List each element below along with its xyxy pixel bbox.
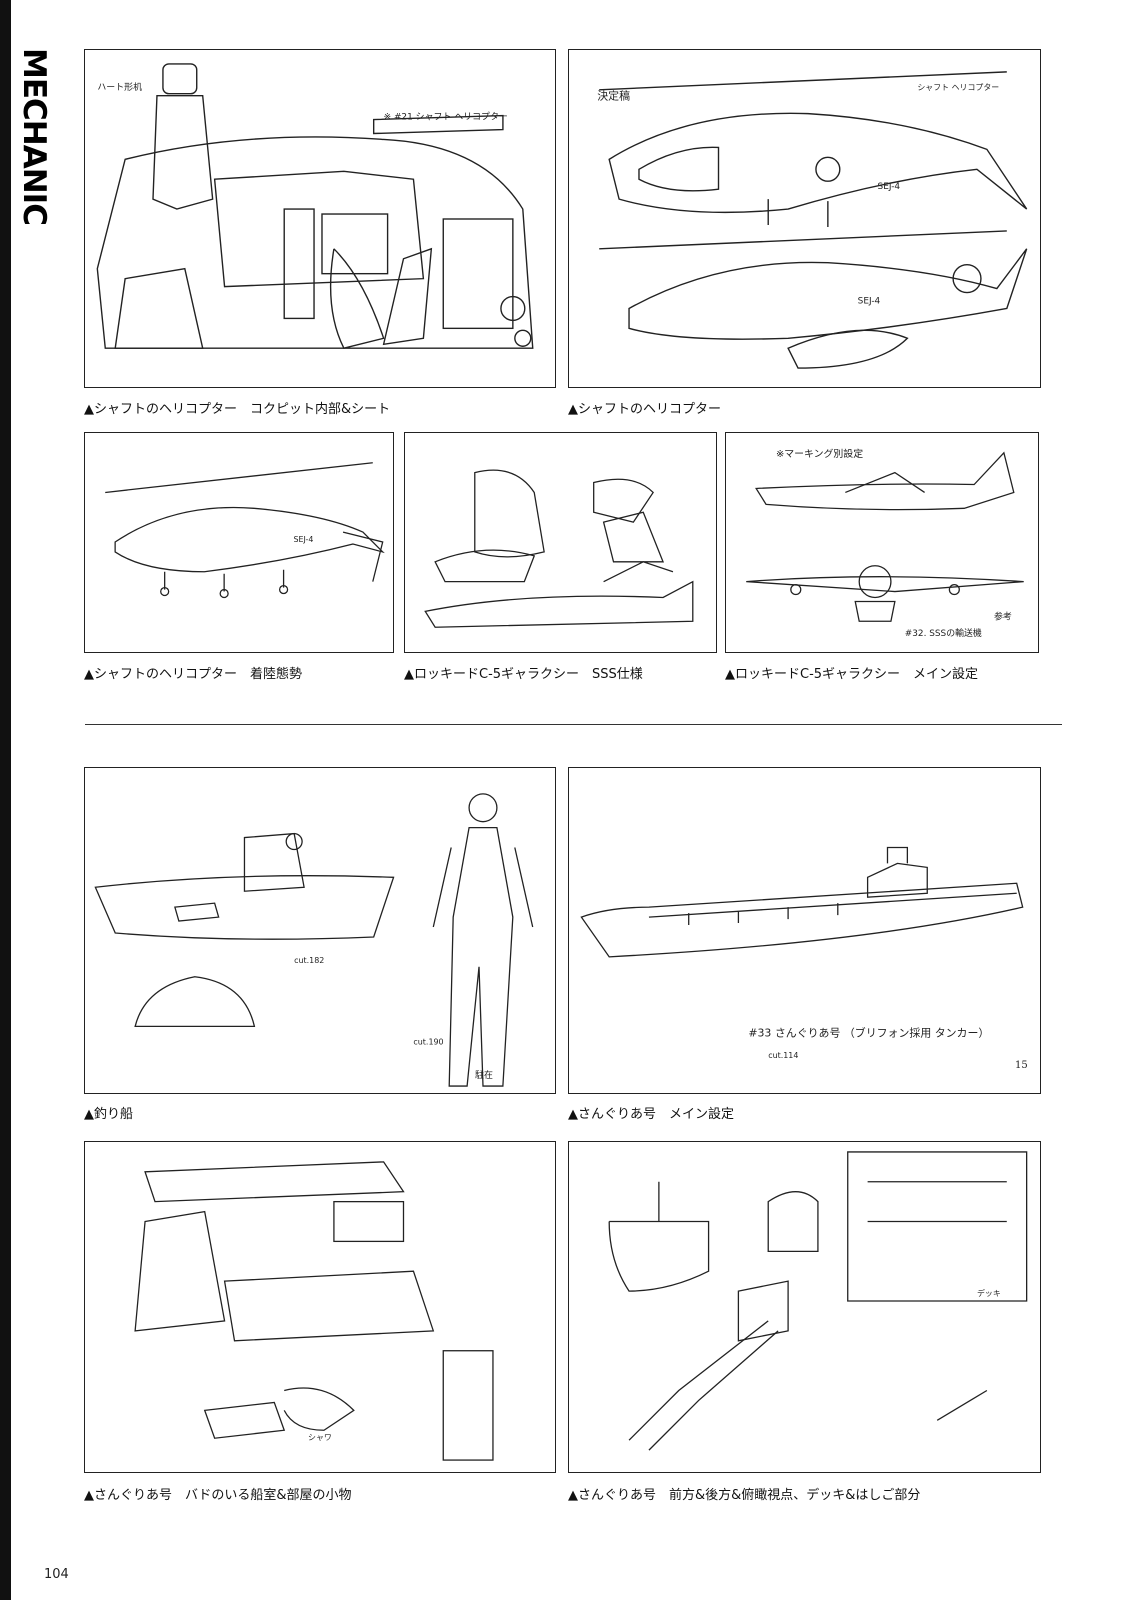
panel-sangria-main: #33 さんぐりあ号 （ブリフォン採用 タンカー） cut.114 15 xyxy=(568,767,1041,1094)
caption-heli-landing: ▲シャフトのヘリコプター 着陸態勢 xyxy=(84,667,302,682)
sangria-views-sketch: デッキ xyxy=(608,1151,1028,1451)
heli-cockpit-sketch: ハート形机 ※ #21 シャフト ヘリコプター xyxy=(96,63,534,350)
svg-text:※マーキング別設定: ※マーキング別設定 xyxy=(776,447,863,460)
c5-main-sketch: ※マーキング別設定 #32. SSSの輸送機 参考 xyxy=(746,447,1024,639)
panel-heli-cockpit: ハート形机 ※ #21 シャフト ヘリコプター xyxy=(84,49,556,388)
heli-main-sketch: 決定稿 シャフト ヘリコプター SEJ-4 SEJ-4 xyxy=(597,71,1028,369)
page-number: 104 xyxy=(44,1567,69,1582)
panel-sangria-views: デッキ xyxy=(568,1141,1041,1473)
svg-text:cut.190: cut.190 xyxy=(413,1037,443,1046)
caption-sangria-views: ▲さんぐりあ号 前方&後方&俯瞰視点、デッキ&はしご部分 xyxy=(568,1488,921,1503)
svg-text:参考: 参考 xyxy=(994,610,1012,622)
svg-text:cut.114: cut.114 xyxy=(768,1051,798,1060)
svg-text:#32. SSSの輸送機: #32. SSSの輸送機 xyxy=(905,627,982,639)
panel-sangria-room: シャワ xyxy=(84,1141,556,1473)
panel-heli-main: 決定稿 シャフト ヘリコプター SEJ-4 SEJ-4 xyxy=(568,49,1041,388)
svg-text:シャフト ヘリコプター: シャフト ヘリコプター xyxy=(917,83,999,92)
svg-text:シャワ: シャワ xyxy=(308,1433,332,1442)
panel-heli-landing: SEJ-4 xyxy=(84,432,394,653)
heli-landing-sketch: SEJ-4 xyxy=(105,462,385,599)
section-divider xyxy=(85,724,1062,725)
fishing-boat-sketch: cut.182 cut.190 駐在 xyxy=(94,793,534,1087)
panel-c5-main: ※マーキング別設定 #32. SSSの輸送機 参考 xyxy=(725,432,1039,653)
caption-c5-sss: ▲ロッキードC-5ギャラクシー SSS仕様 xyxy=(404,667,643,682)
svg-text:#33 さんぐりあ号 （ブリフォン採用 タンカー）: #33 さんぐりあ号 （ブリフォン採用 タンカー） xyxy=(748,1025,989,1039)
caption-sangria-main: ▲さんぐりあ号 メイン設定 xyxy=(568,1107,734,1122)
svg-text:cut.182: cut.182 xyxy=(294,956,324,965)
svg-text:決定稿: 決定稿 xyxy=(597,89,630,103)
caption-heli-cockpit: ▲シャフトのヘリコプター コクピット内部&シート xyxy=(84,402,391,417)
svg-text:SEJ-4: SEJ-4 xyxy=(878,182,901,192)
caption-fishing-boat: ▲釣り船 xyxy=(84,1107,133,1122)
inner-page-number: 15 xyxy=(1015,1060,1028,1071)
side-bar xyxy=(0,0,11,1600)
panel-fishing-boat: cut.182 cut.190 駐在 xyxy=(84,767,556,1094)
svg-text:※ #21 シャフト ヘリコプター: ※ #21 シャフト ヘリコプター xyxy=(384,112,508,123)
svg-text:デッキ: デッキ xyxy=(977,1288,1001,1298)
caption-sangria-room: ▲さんぐりあ号 バドのいる船室&部屋の小物 xyxy=(84,1488,352,1503)
section-label: MECHANIC xyxy=(16,48,52,225)
svg-text:ハート形机: ハート形机 xyxy=(97,81,142,93)
sangria-main-sketch: #33 さんぐりあ号 （ブリフォン採用 タンカー） cut.114 xyxy=(580,846,1024,1060)
caption-c5-main: ▲ロッキードC-5ギャラクシー メイン設定 xyxy=(725,667,979,682)
sangria-room-sketch: シャワ xyxy=(134,1161,494,1461)
svg-text:SEJ-4: SEJ-4 xyxy=(858,296,881,306)
c5-sss-sketch xyxy=(424,469,694,628)
panel-c5-sss xyxy=(404,432,717,653)
svg-text:駐在: 駐在 xyxy=(475,1069,493,1081)
svg-text:SEJ-4: SEJ-4 xyxy=(294,535,314,544)
caption-heli-main: ▲シャフトのヘリコプター xyxy=(568,402,721,417)
